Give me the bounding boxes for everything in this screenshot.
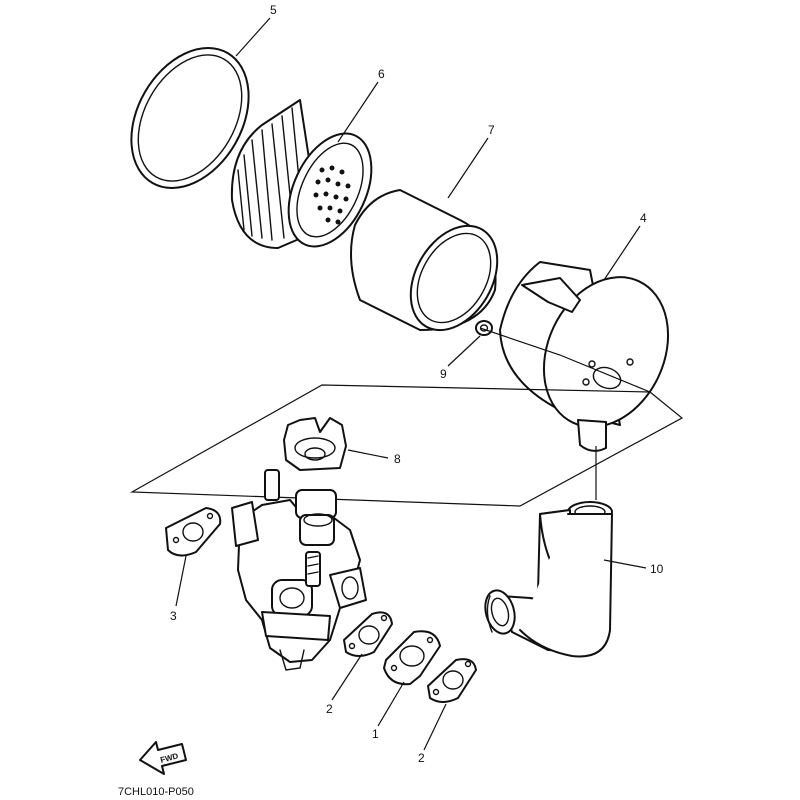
air-cleaner-case[interactable] <box>499 257 692 452</box>
drawing-code: 7CHL010-P050 <box>118 786 194 798</box>
filter-element[interactable] <box>230 99 388 260</box>
callout-2-upper: 2 <box>326 702 333 716</box>
callout-2-lower: 2 <box>418 751 425 765</box>
callout-4: 4 <box>640 211 647 225</box>
case-latch[interactable] <box>521 277 581 313</box>
callout-3: 3 <box>170 609 177 623</box>
callout-9: 9 <box>440 367 447 381</box>
callout-5: 5 <box>270 3 277 17</box>
callout-1: 1 <box>372 727 379 741</box>
callout-10: 10 <box>650 562 664 576</box>
joint-hose[interactable] <box>481 501 613 658</box>
carburetor-cap[interactable] <box>283 417 347 471</box>
callout-8: 8 <box>394 452 401 466</box>
gasket-upper[interactable] <box>343 611 393 657</box>
callout-7: 7 <box>488 123 495 137</box>
band-ring[interactable] <box>107 27 272 209</box>
nut[interactable] <box>475 320 493 336</box>
insulator[interactable] <box>383 630 441 686</box>
carburetor[interactable] <box>231 469 367 671</box>
front-arrow-icon: FWD <box>139 741 187 775</box>
gasket-lower[interactable] <box>427 658 477 703</box>
case-outlet <box>577 419 607 452</box>
leader-lines <box>175 17 647 751</box>
callout-6: 6 <box>378 67 385 81</box>
gasket-left[interactable] <box>165 507 222 557</box>
assembly-axis-line <box>479 327 651 393</box>
foam-element[interactable] <box>350 189 515 345</box>
assembly-plane <box>129 384 684 507</box>
